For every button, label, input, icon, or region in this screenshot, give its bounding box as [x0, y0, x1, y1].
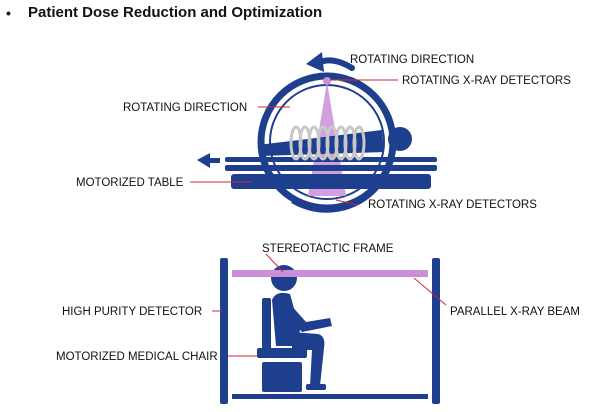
label-stereotactic-frame: STEREOTACTIC FRAME — [262, 243, 394, 255]
table-arrow-icon — [197, 153, 210, 168]
label-motorized-table: MOTORIZED TABLE — [76, 177, 184, 189]
label-rotating-direction-top: ROTATING DIRECTION — [350, 54, 474, 66]
parallel-xray-beam — [232, 270, 428, 277]
slide-heading: • Patient Dose Reduction and Optimizatio… — [6, 4, 322, 21]
detector-post-right — [432, 258, 440, 404]
floor-base — [232, 394, 428, 399]
label-high-purity-detector: HIGH PURITY DETECTOR — [62, 306, 202, 318]
leader-stereotactic-frame — [265, 253, 284, 273]
patient-lying — [258, 127, 412, 156]
detector-post-left — [220, 258, 228, 404]
detector-top — [323, 77, 331, 85]
table-arrow-shaft — [208, 158, 220, 163]
rotation-arrowhead-top — [306, 52, 324, 72]
label-parallel-xray-beam: PARALLEL X-RAY BEAM — [450, 306, 580, 318]
coil-spring — [289, 125, 366, 161]
label-rotating-detectors-bottom: ROTATING X-RAY DETECTORS — [368, 199, 537, 211]
gantry-ring-front — [291, 184, 379, 213]
page-title: Patient Dose Reduction and Optimization — [28, 4, 323, 21]
scanner-diagram: ROTATING DIRECTION ROTATING X-RAY DETECT… — [76, 52, 571, 213]
motorized-table-base — [231, 174, 431, 189]
label-motorized-medical-chair: MOTORIZED MEDICAL CHAIR — [56, 351, 218, 363]
bullet-icon: • — [6, 4, 11, 21]
chair-base — [262, 362, 302, 392]
chair-seat — [257, 348, 307, 358]
leader-detectors-bottom — [335, 199, 359, 206]
label-rotating-detectors-top: ROTATING X-RAY DETECTORS — [402, 75, 571, 87]
chair-diagram: STEREOTACTIC FRAME HIGH PURITY DETECTOR … — [56, 243, 580, 404]
label-rotating-direction-left: ROTATING DIRECTION — [123, 102, 247, 114]
table-mid-deck — [225, 165, 437, 171]
leader-parallel-beam — [413, 277, 447, 306]
chair-back — [262, 298, 271, 350]
